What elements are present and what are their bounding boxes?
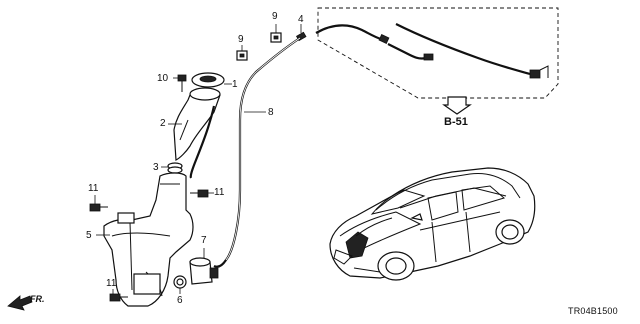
callout-7: 7: [201, 235, 207, 246]
detail-dashed-box: [317, 7, 559, 99]
callout-4: 4: [298, 14, 304, 25]
bolt-11-bottom: [109, 289, 128, 302]
callout-8: 8: [268, 107, 274, 118]
reference-arrow: [442, 96, 472, 115]
callout-11-bottom: 11: [106, 278, 117, 289]
washer-pump-7: [189, 248, 219, 285]
callout-10: 10: [157, 73, 169, 84]
callout-3: 3: [153, 162, 159, 173]
callout-11-left: 11: [88, 183, 99, 194]
car-illustration: [329, 167, 536, 281]
callout-1: 1: [232, 79, 238, 90]
upper-hose-assembly: [315, 23, 549, 79]
front-direction-arrow: [7, 295, 33, 311]
washer-tube-8: [213, 37, 301, 268]
bolt-11-right: [190, 189, 214, 198]
clip-9-upper: [270, 24, 282, 43]
callout-11-right: 11: [214, 187, 225, 198]
front-direction-label: FR.: [30, 294, 45, 304]
grommet-6: [173, 275, 187, 294]
seal-3: [161, 162, 183, 174]
bolt-11-left: [89, 195, 108, 212]
washer-reservoir-5: [96, 172, 194, 307]
clip-9-lower: [236, 45, 248, 61]
diagram-code: TR04B1500: [568, 306, 618, 316]
callout-9-lower: 9: [238, 34, 244, 45]
callout-2: 2: [160, 118, 166, 129]
callout-5: 5: [86, 230, 92, 241]
callout-6: 6: [177, 295, 183, 306]
callout-9-upper: 9: [272, 11, 278, 22]
reference-label: B-51: [444, 116, 468, 128]
bolt-10: [173, 74, 187, 92]
filler-cap-1: [191, 72, 232, 88]
filler-neck-2: [168, 87, 221, 179]
